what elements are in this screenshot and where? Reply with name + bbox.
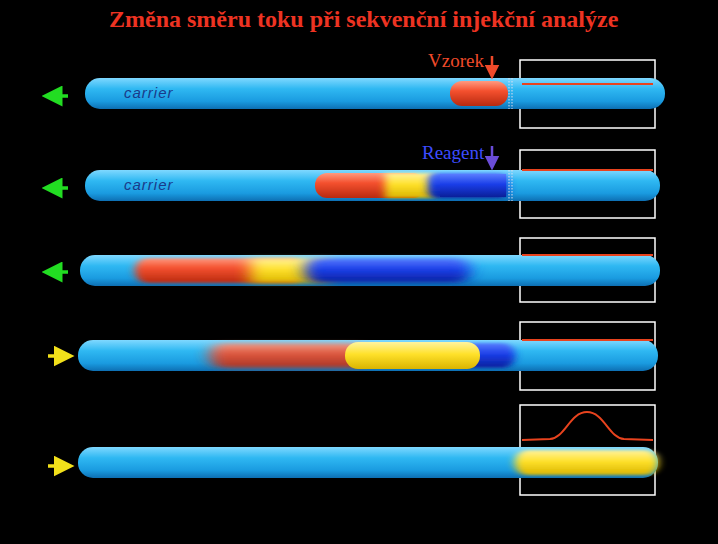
- product-zone: [515, 450, 658, 475]
- sample-reagent-zone: [135, 258, 470, 283]
- carrier-label: carrier: [124, 176, 174, 193]
- sample-zone: [450, 81, 508, 106]
- reagent-arrow: [491, 146, 494, 163]
- sample-reagent-zone: [315, 173, 508, 198]
- title: Změna směru toku při sekvenční injekční …: [109, 6, 618, 33]
- reagent-label: Reagent: [422, 142, 484, 164]
- flow-arrow: [48, 96, 68, 466]
- sample-arrow: [491, 56, 494, 72]
- carrier-label: carrier: [124, 84, 174, 101]
- sample-label: Vzorek: [428, 50, 484, 72]
- detector-signal: [522, 84, 653, 440]
- tube: [78, 78, 665, 478]
- sample-reagent-zone: [210, 342, 515, 369]
- valve-port: [509, 78, 512, 201]
